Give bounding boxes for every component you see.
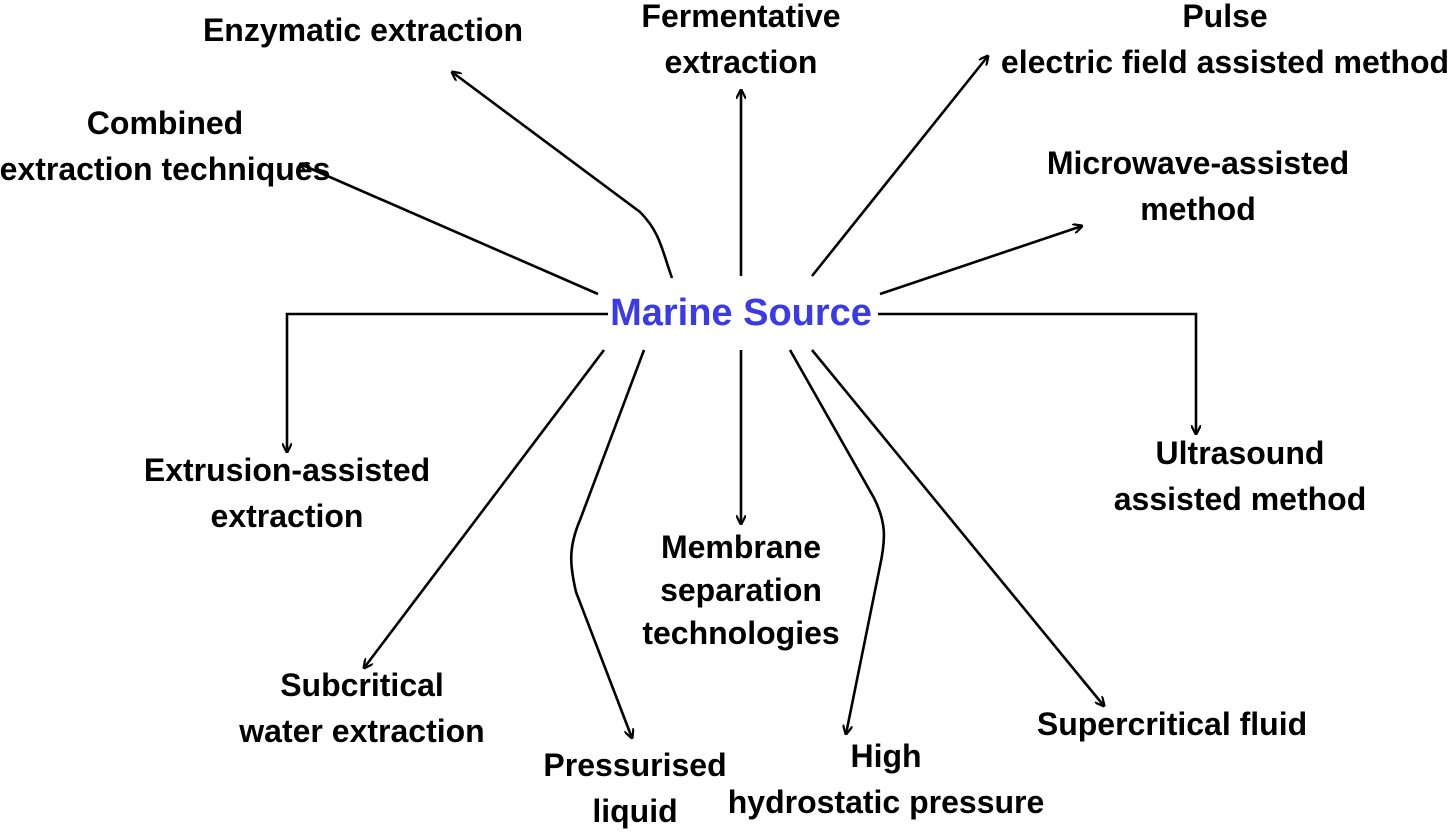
node-line: separation [660,572,822,608]
node-line: method [1140,191,1256,227]
node-line: Combined [86,105,244,141]
node-line: Ultrasound [1155,435,1325,471]
node-line: electric field assisted method [1000,44,1450,80]
node-high-hydrostatic-pressure: High hydrostatic pressure [728,733,1045,825]
node-line: Enzymatic extraction [202,12,524,48]
node-enzymatic-extraction: Enzymatic extraction [203,7,523,53]
node-line: Pressurised [543,747,727,783]
node-line: assisted method [1113,481,1367,517]
node-line: Pulse [1182,0,1268,34]
marine-source-label: Marine Source [610,292,872,334]
node-line: Subcritical [280,667,444,703]
arrow-to-pulse [810,56,988,277]
node-line: Membrane [660,529,822,565]
node-subcritical-water: Subcritical water extraction [239,662,484,754]
node-line: extraction techniques [0,151,331,187]
node-line: extraction [664,44,818,80]
arrow-to-ultrasound [878,312,1196,434]
node-line: Fermentative [641,0,841,34]
node-line: technologies [642,615,840,651]
arrow-to-pressurised [569,349,646,738]
node-line: Microwave-assisted [1046,145,1350,181]
node-pulse-electric-field: Pulse electric field assisted method [1001,0,1449,85]
node-line: High [850,738,922,774]
node-line: Extrusion-assisted [143,452,431,488]
arrow-to-microwave [879,226,1082,296]
node-line: Supercritical fluid [1036,706,1308,742]
node-supercritical-fluid: Supercritical fluid [1037,701,1307,747]
arrow-to-extrusion [287,312,608,452]
node-fermentative-extraction: Fermentative extraction [641,0,840,85]
node-line: hydrostatic pressure [727,784,1045,820]
arrow-to-subcritical [364,349,606,668]
node-combined-extraction: Combined extraction techniques [0,100,330,192]
node-line: water extraction [239,713,485,749]
arrow-to-combined [300,164,599,296]
node-microwave-assisted: Microwave-assisted method [1047,140,1349,232]
node-line: liquid [592,793,678,829]
node-line: extraction [210,498,364,534]
arrow-to-supercritical [810,349,1104,706]
node-pressurised-liquid: Pressurised liquid [543,742,726,834]
arrow-to-enzymatic [452,72,674,279]
node-extrusion-assisted: Extrusion-assisted extraction [144,447,430,539]
node-ultrasound-assisted: Ultrasound assisted method [1114,430,1367,522]
arrow-to-high-pressure [788,349,886,734]
node-membrane-separation: Membrane separation technologies [642,526,839,655]
